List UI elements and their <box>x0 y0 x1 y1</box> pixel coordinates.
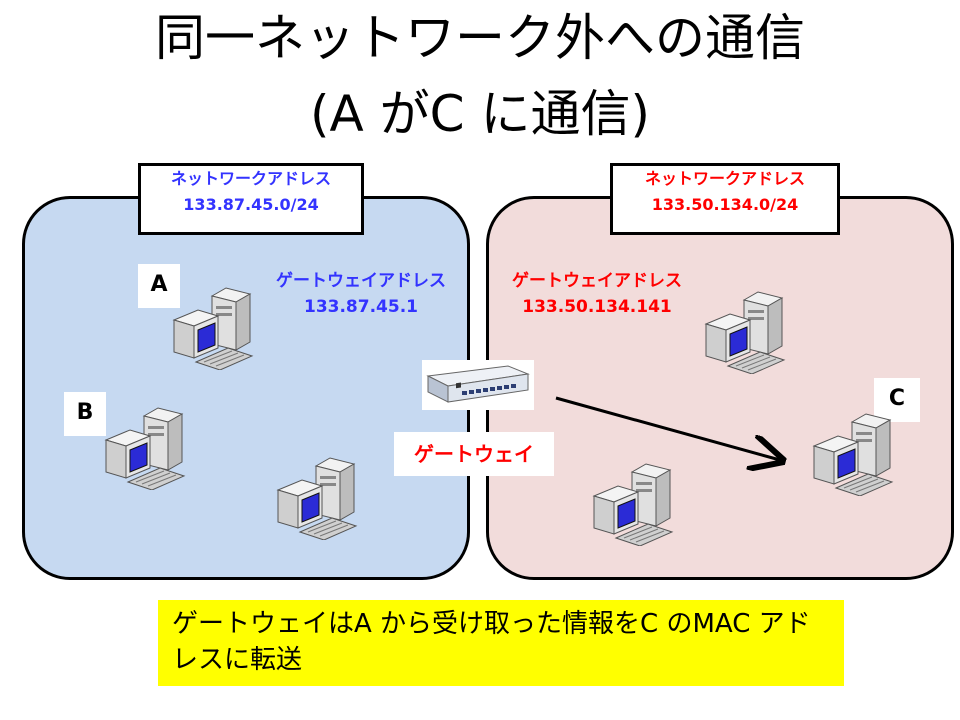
right-network-address-box: ネットワークアドレス 133.50.134.0/24 <box>610 163 840 235</box>
left-gateway-address: 133.87.45.1 <box>303 297 418 317</box>
left-network-address-box: ネットワークアドレス 133.87.45.0/24 <box>138 163 364 235</box>
right-gateway-label: ゲートウェイアドレス <box>512 271 682 291</box>
left-network-area <box>22 196 470 580</box>
left-network-address: 133.87.45.0/24 <box>183 195 319 214</box>
left-gateway-address-text: ゲートウェイアドレス 133.87.45.1 <box>246 268 476 320</box>
node-label-b: B <box>64 392 106 436</box>
right-gateway-address-text: ゲートウェイアドレス 133.50.134.141 <box>492 268 702 320</box>
left-gateway-label: ゲートウェイアドレス <box>276 271 446 291</box>
right-network-address: 133.50.134.0/24 <box>651 195 799 214</box>
slide-title-line2: (A がC に通信) <box>310 85 650 143</box>
right-network-address-label: ネットワークアドレス <box>644 169 805 188</box>
node-label-c: C <box>874 378 920 422</box>
gateway-label: ゲートウェイ <box>394 432 554 476</box>
slide-title-line1: 同一ネットワーク外への通信 <box>155 9 805 67</box>
right-gateway-address: 133.50.134.141 <box>522 297 672 317</box>
explanation-note: ゲートウェイはA から受け取った情報をC のMAC アドレスに転送 <box>158 600 844 686</box>
node-label-a: A <box>138 264 180 308</box>
left-network-address-label: ネットワークアドレス <box>170 169 331 188</box>
network-switch-icon <box>422 360 534 410</box>
